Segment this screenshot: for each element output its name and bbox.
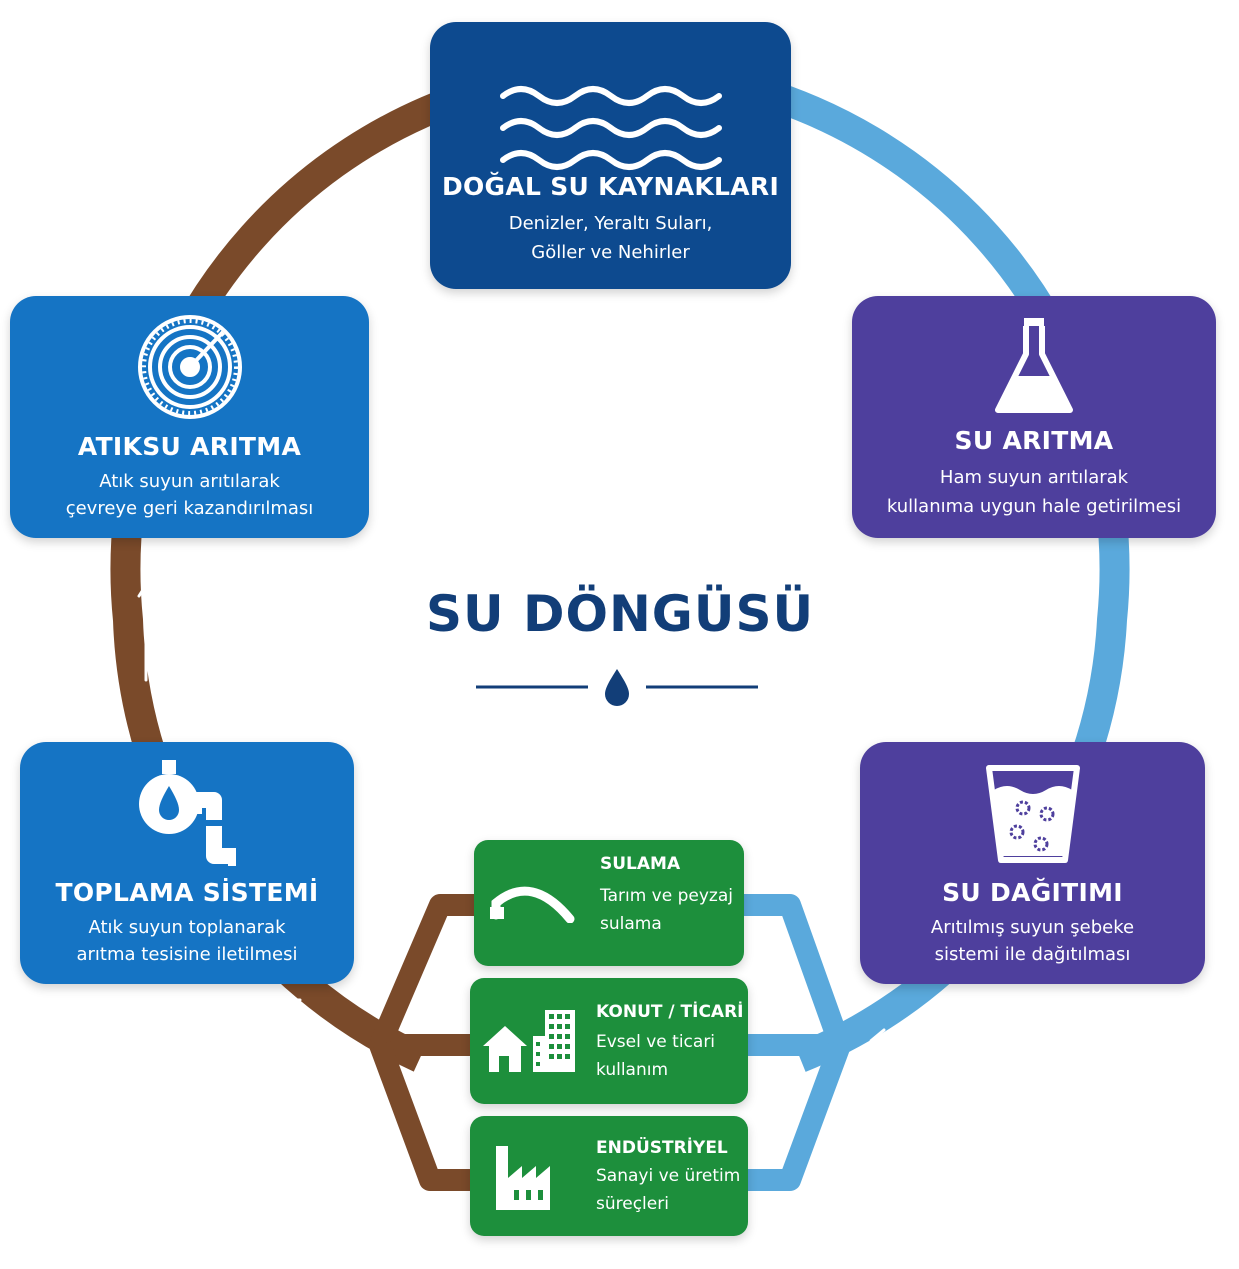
stage-desc: Atık suyun arıtılarak: [99, 471, 280, 492]
stage-title: ATIKSU ARITMA: [77, 432, 302, 461]
flask-icon: [852, 318, 1216, 414]
stage-title: SU ARITMA: [954, 426, 1114, 455]
stage-natural-water[interactable]: DOĞAL SU KAYNAKLARI Denizler, Yeraltı Su…: [430, 22, 791, 289]
arrow-icon: [293, 181, 395, 252]
stage-desc: Göller ve Nehirler: [531, 242, 690, 263]
use-desc: sulama: [600, 914, 662, 934]
waves-icon: [430, 84, 791, 172]
arrow-icon: [1071, 588, 1090, 697]
stage-title: SU DAĞITIMI: [942, 878, 1123, 907]
pipe-drop-icon: [20, 756, 354, 866]
diagram-title: SU DÖNGÜSÜ: [425, 585, 815, 643]
use-title: ENDÜSTRİYEL: [596, 1138, 728, 1158]
stage-water-treatment[interactable]: SU ARITMA Ham suyun arıtılarak kullanıma…: [852, 296, 1216, 538]
stage-desc: Denizler, Yeraltı Suları,: [508, 213, 713, 234]
stage-desc: Atık suyun toplanarak: [88, 917, 286, 938]
title-divider: [476, 669, 758, 706]
stage-desc: Ham suyun arıtılarak: [939, 467, 1129, 488]
flow-arrows: [137, 181, 1090, 1049]
arrow-icon: [137, 582, 155, 682]
use-desc: kullanım: [596, 1060, 669, 1080]
use-title: SULAMA: [600, 854, 681, 874]
branch-lines: [369, 894, 851, 1191]
use-title: KONUT / TİCARİ: [596, 1002, 744, 1022]
arrow-icon: [288, 998, 352, 1047]
water-drop-icon: [605, 669, 629, 706]
use-desc: Tarım ve peyzaj: [600, 886, 733, 906]
use-residential-commercial[interactable]: KONUT / TİCARİ Evsel ve ticari kullanım: [470, 978, 748, 1104]
stage-water-distribution[interactable]: SU DAĞITIMI Arıtılmış suyun şebeke siste…: [860, 742, 1205, 984]
stage-title: DOĞAL SU KAYNAKLARI: [441, 172, 780, 201]
target-icon: [10, 312, 369, 422]
stage-desc: sistemi ile dağıtılması: [934, 944, 1131, 965]
stage-title: TOPLAMA SİSTEMİ: [55, 878, 319, 907]
house-building-icon: [470, 978, 588, 1104]
sprinkler-icon: [474, 840, 592, 966]
arrow-icon: [838, 183, 945, 260]
use-desc: Sanayi ve üretim: [596, 1166, 741, 1186]
use-desc: Evsel ve ticari: [596, 1032, 716, 1052]
use-irrigation[interactable]: SULAMA Tarım ve peyzaj sulama: [474, 840, 744, 966]
factory-icon: [470, 1116, 588, 1236]
stage-desc: Arıtılmış suyun şebeke: [930, 917, 1135, 938]
use-desc: süreçleri: [596, 1194, 669, 1214]
arrow-icon: [869, 1018, 952, 1049]
stage-wastewater-treatment[interactable]: ATIKSU ARITMA Atık suyun arıtılarak çevr…: [10, 296, 369, 538]
water-glass-icon: [860, 764, 1205, 864]
stage-desc: arıtma tesisine iletilmesi: [76, 944, 298, 965]
use-industrial[interactable]: ENDÜSTRİYEL Sanayi ve üretim süreçleri: [470, 1116, 748, 1236]
stage-collection-system[interactable]: TOPLAMA SİSTEMİ Atık suyun toplanarak ar…: [20, 742, 354, 984]
stage-desc: kullanıma uygun hale getirilmesi: [886, 496, 1182, 517]
stage-desc: çevreye geri kazandırılması: [65, 498, 314, 519]
